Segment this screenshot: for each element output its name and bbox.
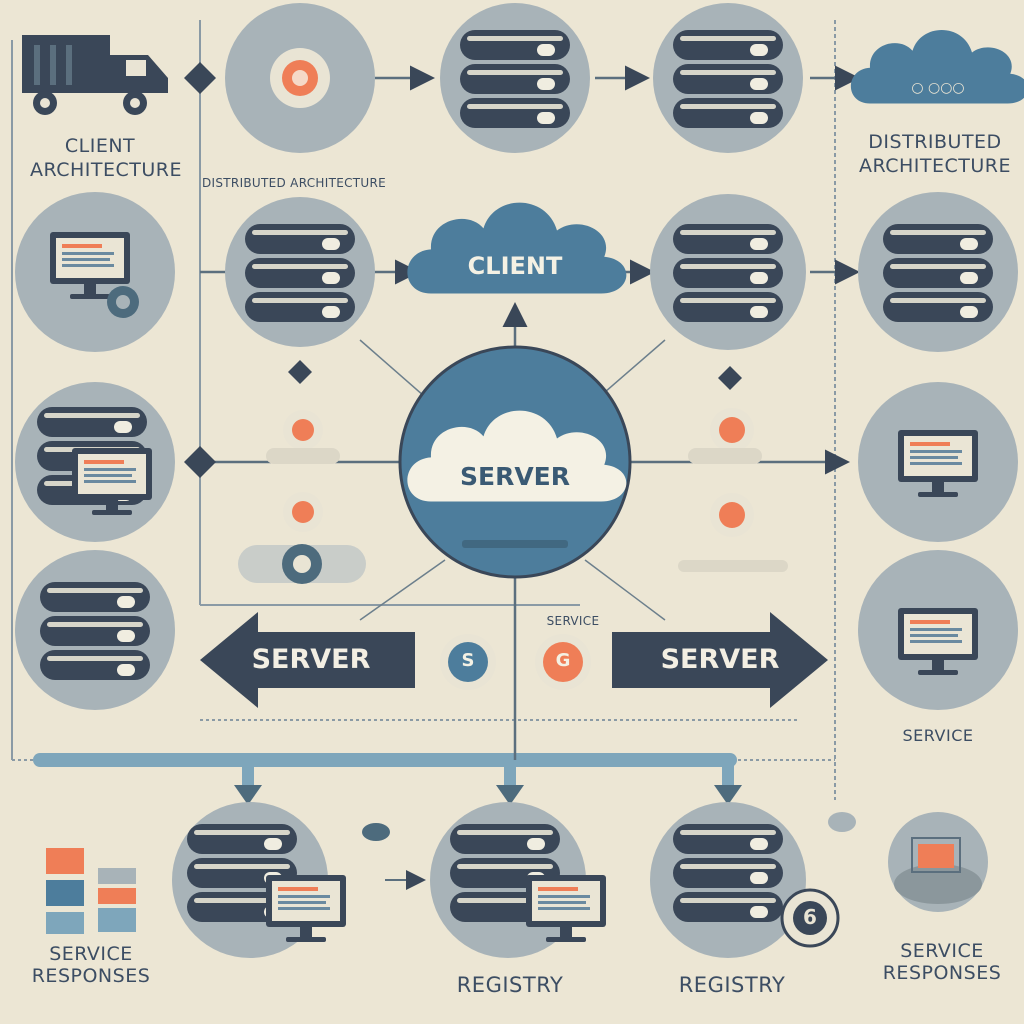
- registry-label-1: REGISTRY: [456, 973, 564, 997]
- server-hub-label: SERVER: [459, 462, 570, 491]
- server-arrow-left-label: SERVER: [251, 644, 371, 675]
- server-arrow-left-shape: [200, 612, 415, 708]
- server-arrow-right-shape: [612, 612, 828, 708]
- database-icon: [673, 224, 783, 322]
- truck-icon: [22, 35, 168, 115]
- badge-6-label: 6: [803, 905, 817, 929]
- database-icon: [673, 30, 783, 128]
- database-icon: [245, 224, 355, 322]
- orange-markers: [238, 408, 788, 584]
- database-icon: [673, 824, 783, 922]
- bar-stack-icon: [46, 848, 136, 934]
- server-arrow-right-label: SERVER: [660, 644, 780, 675]
- svg-text:○ ○○○: ○ ○○○: [911, 80, 964, 96]
- database-icon: [40, 582, 150, 680]
- service-responses-left-label: SERVICE RESPONSES: [31, 943, 151, 987]
- registry-label-2: REGISTRY: [678, 973, 786, 997]
- client-cloud-label: CLIENT: [467, 252, 563, 280]
- badge-s-label: S: [461, 650, 475, 671]
- database-icon: [883, 224, 993, 322]
- response-sphere-icon: [888, 812, 988, 912]
- diamond-markers: [184, 62, 742, 478]
- badge-g-label: G: [555, 650, 571, 671]
- distributed-architecture-label: DISTRIBUTED ARCHITECTURE: [202, 176, 387, 190]
- service-small-label: SERVICE: [546, 614, 600, 628]
- bus-line: [33, 560, 742, 805]
- service-responses-right-label: SERVICE RESPONSES: [882, 940, 1002, 984]
- service-right-label: SERVICE: [902, 726, 974, 745]
- distributed-architecture-right-label: DISTRIBUTED ARCHITECTURE: [858, 131, 1011, 177]
- database-icon: [460, 30, 570, 128]
- client-architecture-label: CLIENT ARCHITECTURE: [30, 135, 183, 181]
